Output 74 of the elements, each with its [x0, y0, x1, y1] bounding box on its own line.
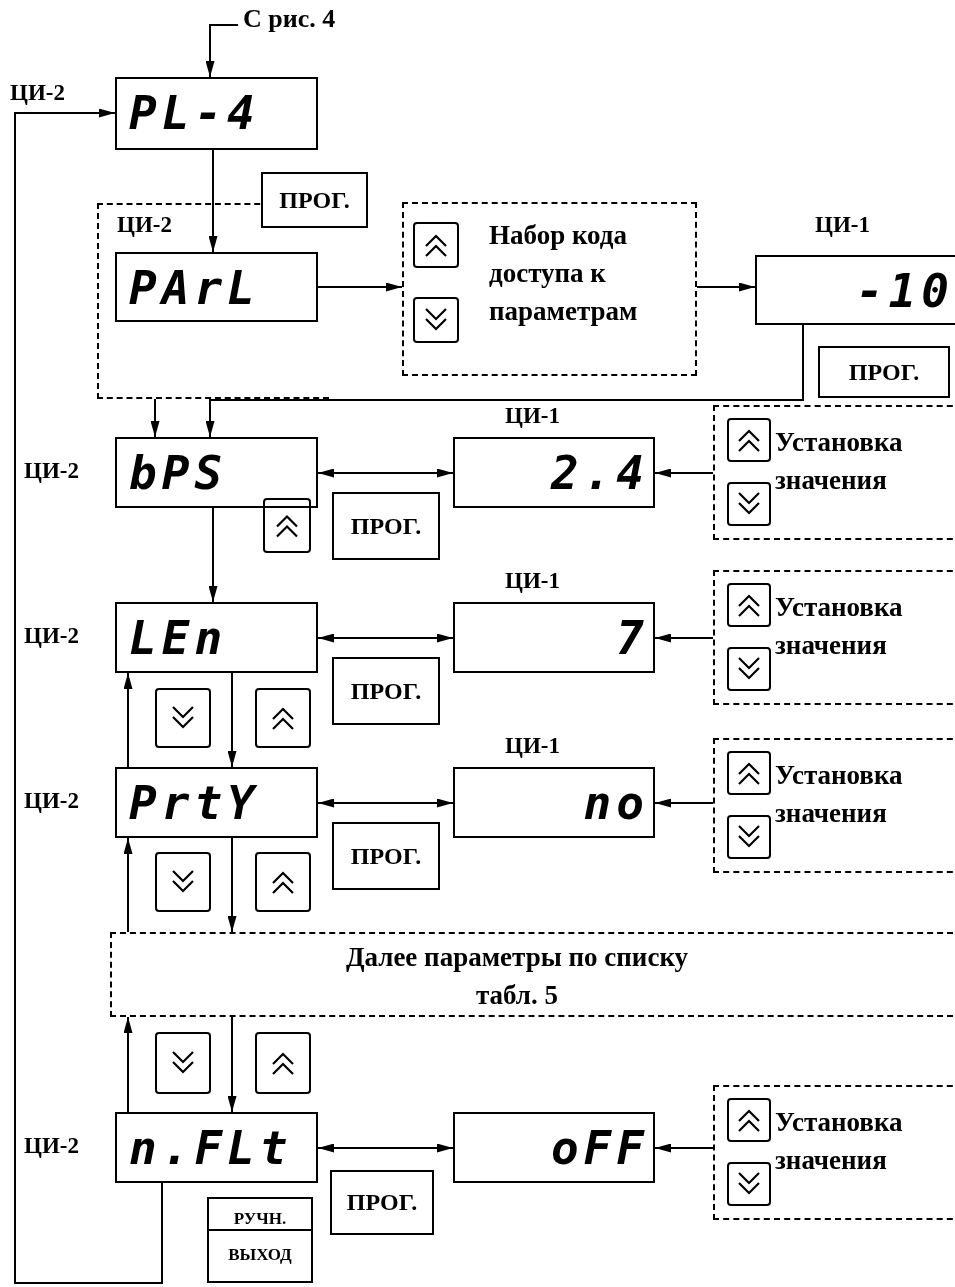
indicator-label: ЦИ-2 — [10, 80, 65, 106]
arrow — [205, 324, 804, 438]
display-readout: n.FLt — [129, 1120, 293, 1177]
note-text: Установка значения — [775, 1106, 904, 1177]
indicator-label: ЦИ-1 — [815, 212, 870, 238]
arrow — [208, 149, 218, 253]
display-box — [453, 1112, 655, 1183]
arrow — [14, 108, 163, 1284]
display-readout: 2.4 — [550, 445, 649, 502]
display-readout: no — [583, 775, 649, 832]
indicator-label: ЦИ-1 — [505, 568, 560, 594]
display-readout: -10 — [855, 263, 954, 320]
indicator-label: ЦИ-2 — [117, 212, 172, 238]
arrow — [205, 24, 239, 78]
display-readout: bPS — [129, 445, 228, 502]
dashed-panel — [713, 738, 955, 873]
display-box — [115, 252, 318, 322]
dashed-panel — [713, 1085, 955, 1220]
indicator-label: ЦИ-1 — [505, 733, 560, 759]
note-text: Набор кода доступа к параметрам — [489, 219, 639, 328]
dashed-panel — [713, 405, 955, 540]
note-text: Установка значения — [775, 759, 904, 830]
display-box — [755, 255, 955, 325]
prog-key: ПРОГ. — [818, 346, 950, 398]
display-box — [453, 602, 655, 673]
note-text: Далее параметры по списку табл. 5 — [344, 941, 690, 1012]
arrow — [654, 468, 714, 478]
arrow — [696, 282, 756, 292]
prog-key: ПРОГ. — [332, 492, 440, 560]
arrow — [227, 672, 237, 768]
display-readout: PArL — [129, 260, 260, 317]
display-box — [115, 77, 318, 150]
display-box — [453, 767, 655, 838]
arrow — [227, 837, 237, 933]
display-box — [115, 1112, 318, 1183]
display-readout: PL-4 — [129, 85, 260, 142]
double-arrow — [317, 633, 454, 643]
arrow — [208, 507, 218, 603]
display-readout: PrtY — [129, 775, 260, 832]
display-readout: LEn — [129, 610, 228, 667]
arrow — [150, 398, 160, 438]
note-text: Установка значения — [775, 426, 904, 497]
arrow — [654, 633, 714, 643]
prog-key: ПРОГ. — [261, 172, 368, 228]
double-arrow — [317, 1143, 454, 1153]
key-caption: ВЫХОД — [227, 1245, 293, 1265]
double-arrow — [317, 468, 454, 478]
double-arrow — [317, 798, 454, 808]
dashed-panel — [402, 202, 697, 376]
arrow — [123, 672, 133, 768]
indicator-label: ЦИ-2 — [24, 788, 79, 814]
prog-key: ПРОГ. — [332, 657, 440, 725]
display-box — [453, 437, 655, 508]
arrow — [227, 1016, 237, 1113]
note-text: Установка значения — [775, 591, 904, 662]
indicator-label: ЦИ-2 — [24, 1133, 79, 1159]
dashed-panel — [713, 570, 955, 705]
indicator-label: ЦИ-2 — [24, 458, 79, 484]
arrow — [654, 798, 714, 808]
arrow — [317, 282, 403, 292]
key-caption: РУЧН. — [209, 1209, 311, 1231]
prog-key: ПРОГ. — [332, 822, 440, 890]
display-readout: oFF — [550, 1120, 649, 1177]
display-box — [115, 602, 318, 673]
prog-key: ПРОГ. — [330, 1170, 434, 1235]
arrow — [123, 1016, 133, 1113]
indicator-label: ЦИ-2 — [24, 623, 79, 649]
arrow — [123, 837, 133, 933]
indicator-label: ЦИ-1 — [505, 403, 560, 429]
display-box — [115, 767, 318, 838]
display-box — [115, 437, 318, 508]
dashed-panel — [110, 932, 955, 1017]
display-readout: 7 — [616, 610, 649, 667]
arrow — [654, 1143, 714, 1153]
